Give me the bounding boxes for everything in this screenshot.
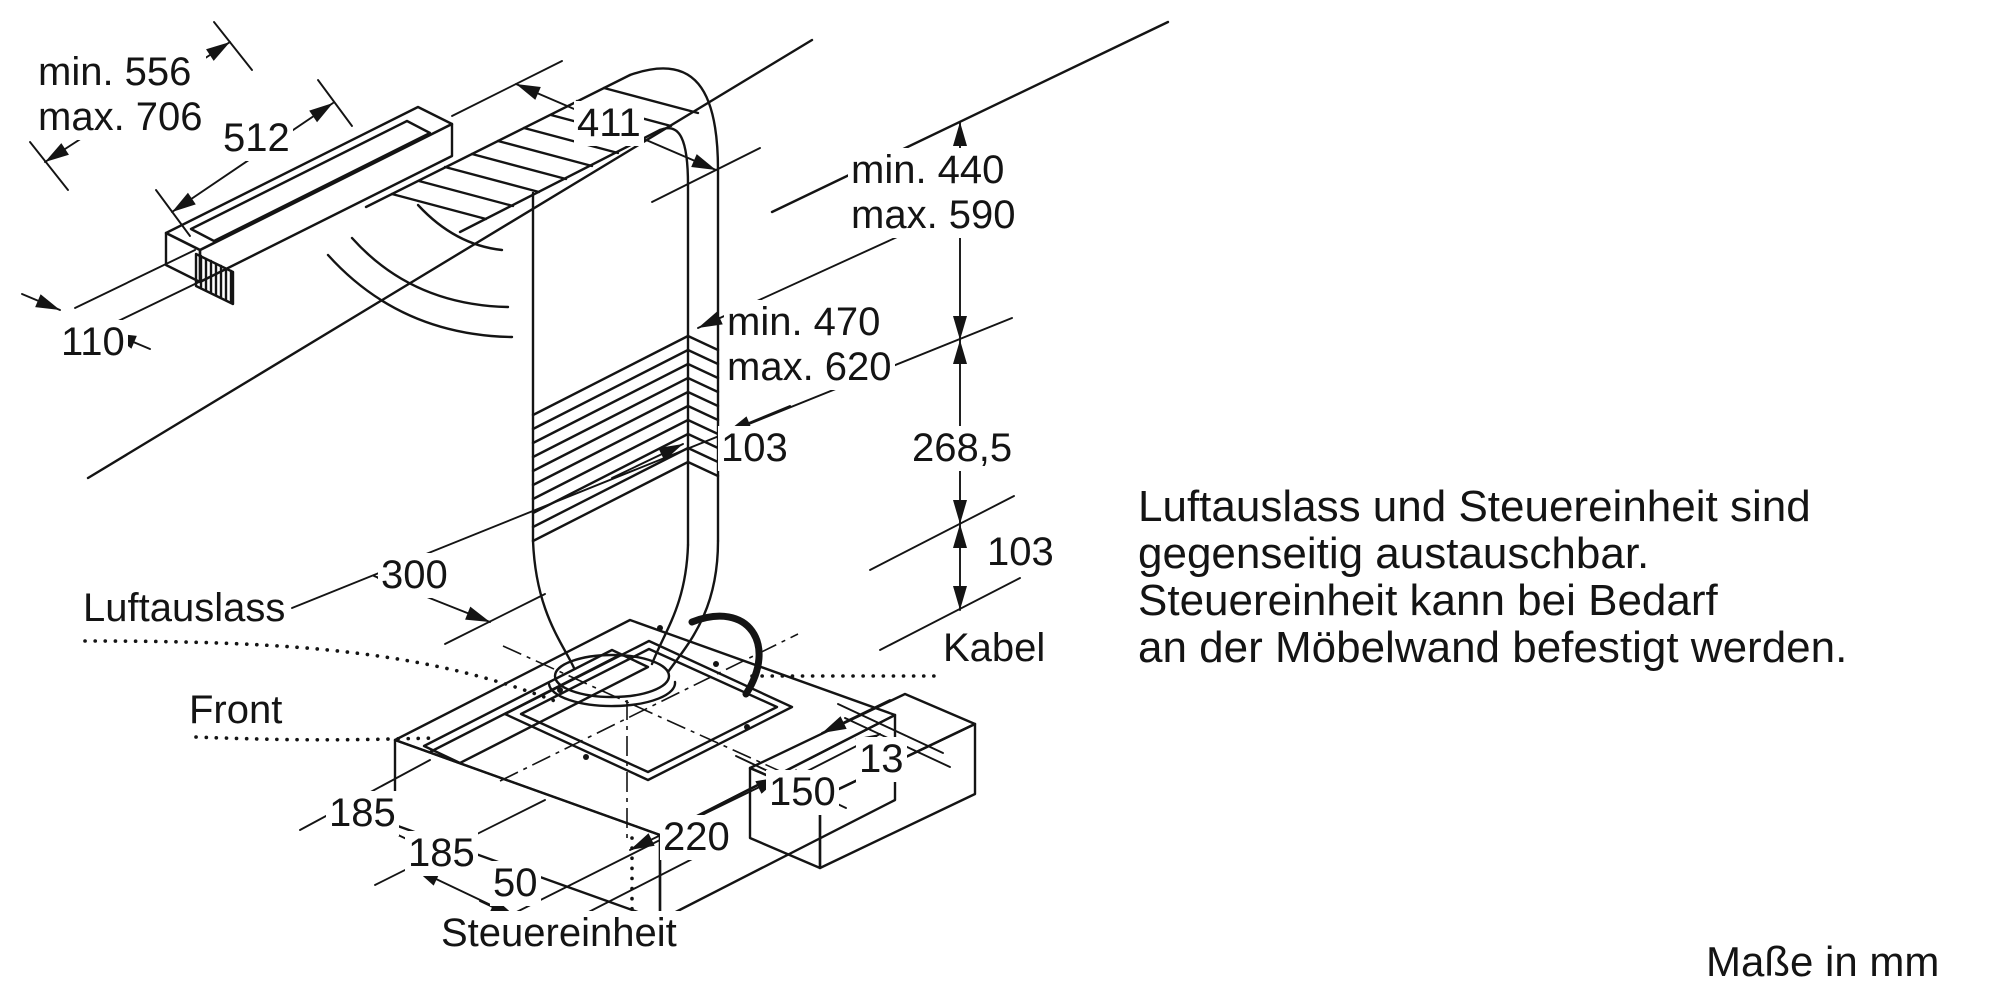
flat-duct — [364, 67, 720, 547]
dim-height-range-label: min. 440 max. 590 — [848, 148, 1019, 238]
dim-overhang: 50 — [490, 861, 541, 906]
note-line-3: Steuereinheit kann bei Bedarf — [1138, 576, 1718, 625]
note-line-2: gegenseitig austauschbar. — [1138, 529, 1650, 578]
air-outlet-label: Luftauslass — [80, 586, 289, 631]
dim-width-min: min. 556 — [38, 50, 192, 94]
dim-vent-length: 512 — [220, 116, 293, 161]
units-note: Maße in mm — [1706, 938, 1940, 985]
leader-lines — [83, 639, 940, 914]
dim-outlet-height: 103 — [984, 530, 1057, 575]
dim-end-width: 110 — [58, 320, 128, 365]
dim-mid-height: 268,5 — [909, 426, 1016, 471]
dim-reach-max: max. 620 — [727, 344, 892, 389]
dim-base-width-b: 185 — [405, 831, 478, 876]
dim-base-depth: 220 — [660, 815, 733, 860]
dim-gap: 13 — [856, 737, 907, 782]
note-paragraph: Luftauslass und Steuereinheit sind gegen… — [1138, 483, 1847, 671]
dim-width-range-label: min. 556 max. 706 — [35, 50, 206, 140]
dim-control-width: 150 — [766, 770, 839, 815]
dim-height-min: min. 440 — [851, 148, 1005, 192]
dim-reach-min: min. 470 — [727, 300, 881, 344]
dim-top-depth: 411 — [574, 101, 644, 146]
front-label: Front — [186, 688, 286, 733]
dim-clearance: 300 — [378, 553, 451, 598]
dim-base-width-a: 185 — [326, 791, 399, 836]
dim-reach-range-label: min. 470 max. 620 — [724, 300, 895, 390]
vent-unit — [164, 105, 454, 306]
note-line-1: Luftauslass und Steuereinheit sind — [1138, 482, 1811, 531]
note-line-4: an der Möbelwand befestigt werden. — [1138, 623, 1848, 672]
air-guide-arcs — [326, 203, 514, 339]
cable-label: Kabel — [940, 626, 1049, 671]
dim-duct-depth: 103 — [718, 426, 791, 471]
dim-width-max: max. 706 — [38, 94, 203, 139]
cable — [688, 612, 763, 698]
control-unit-label: Steuereinheit — [438, 911, 680, 956]
dim-height-max: max. 590 — [851, 192, 1016, 237]
